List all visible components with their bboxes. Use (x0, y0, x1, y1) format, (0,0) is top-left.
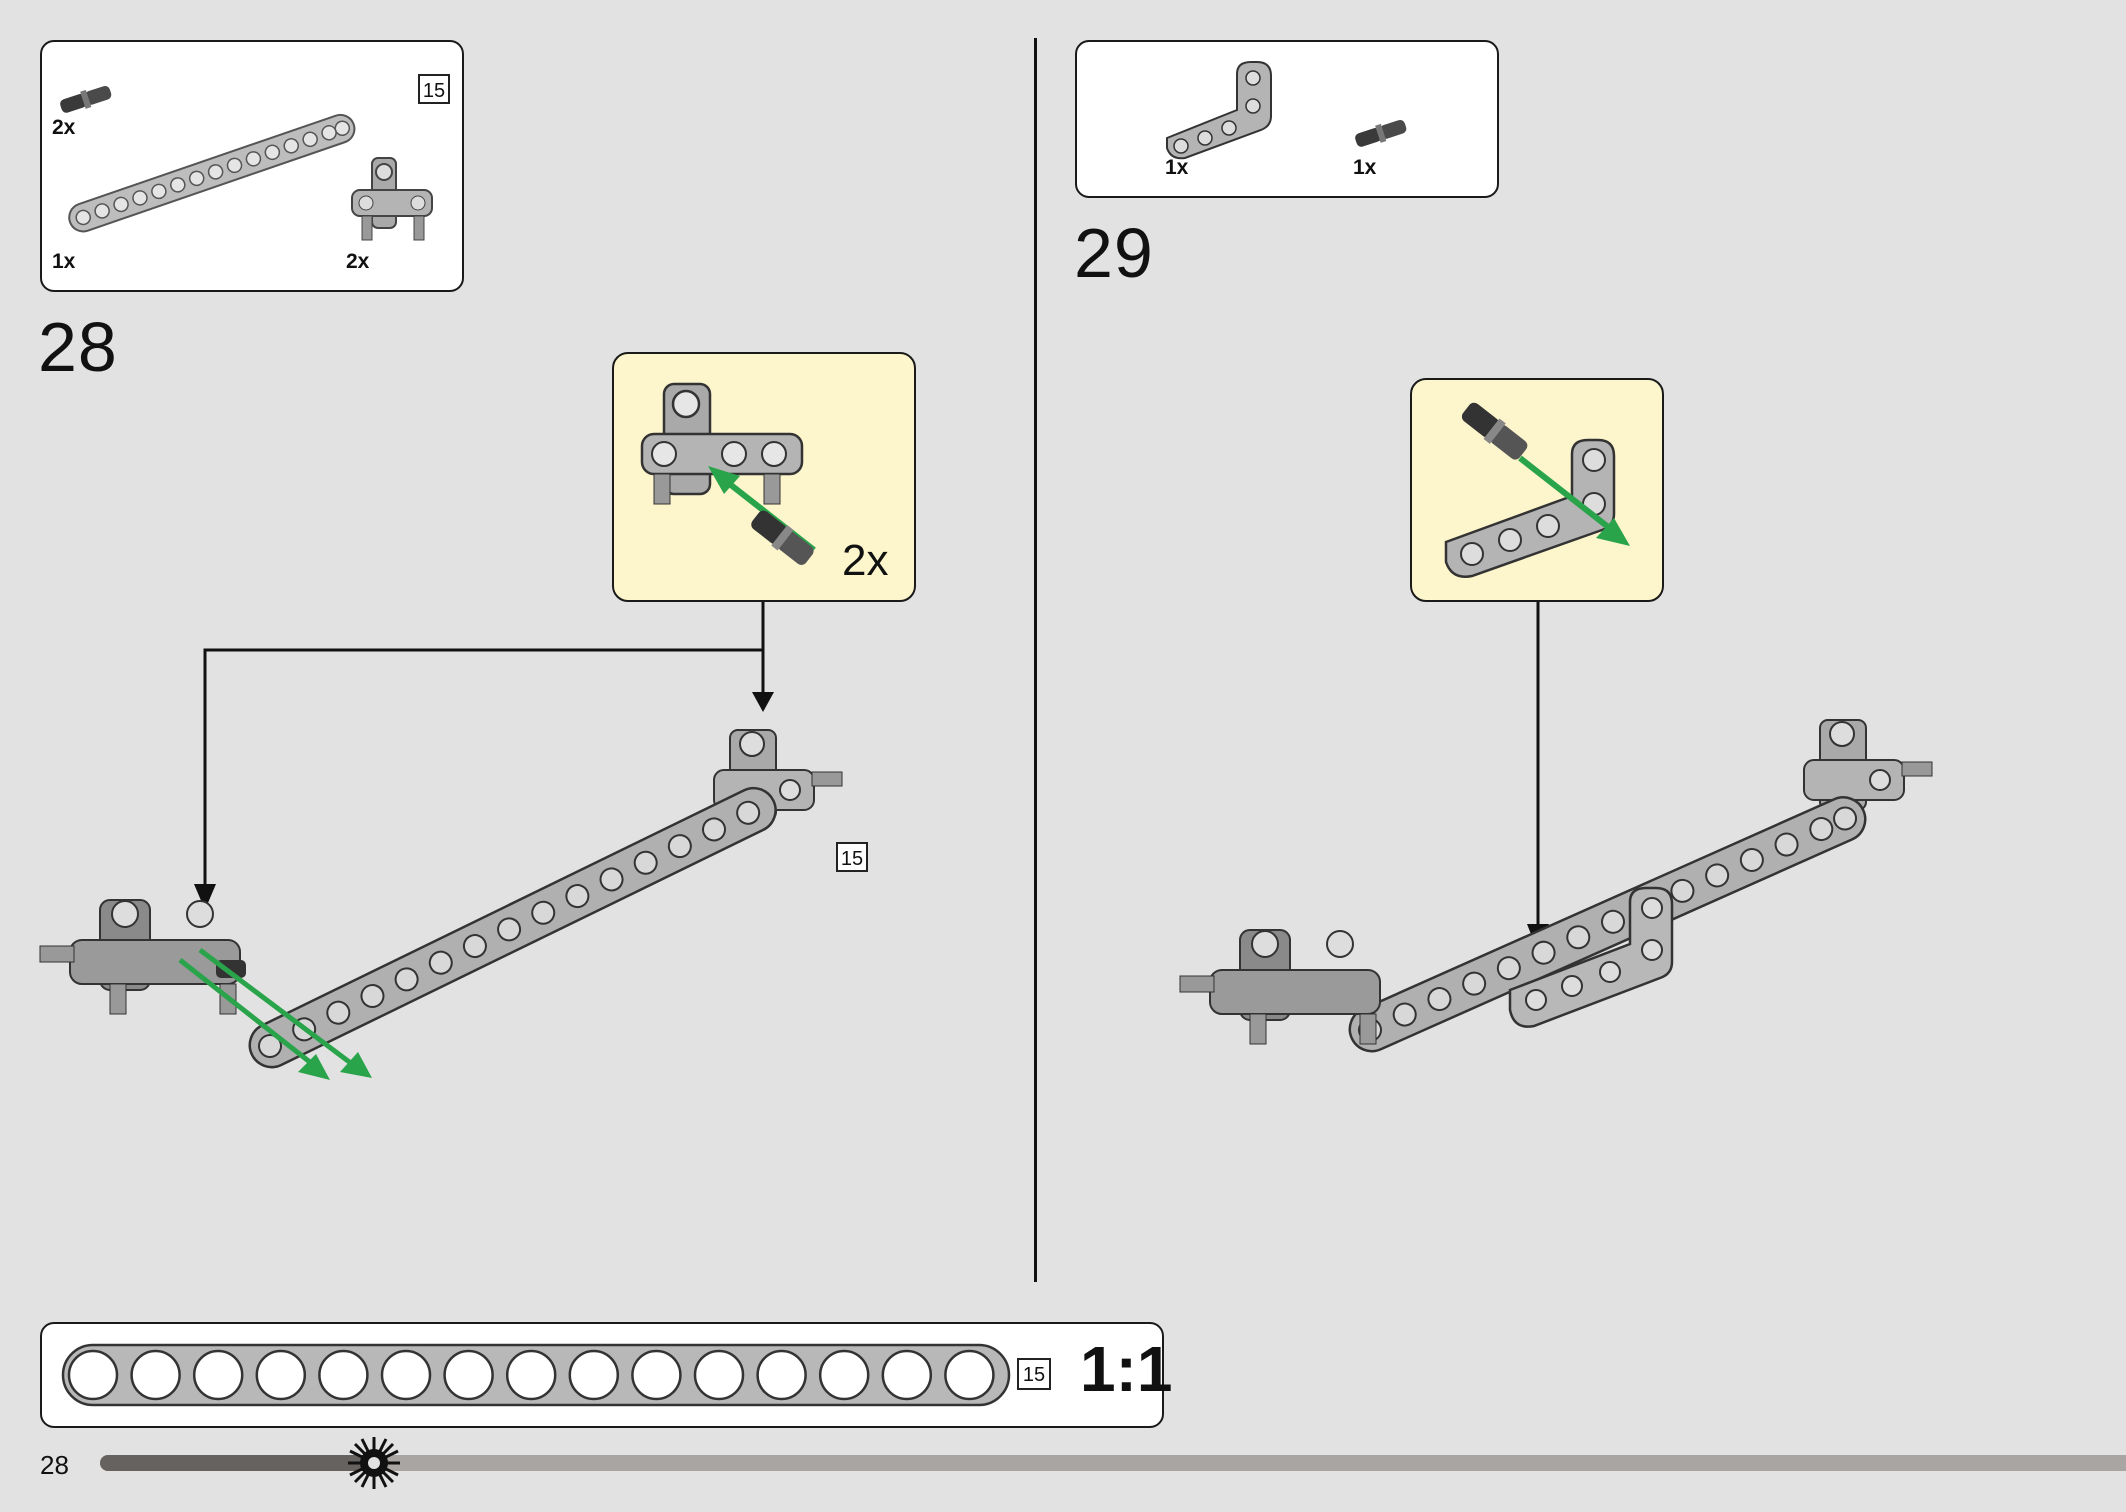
ruler-beam-15 (61, 1343, 1011, 1407)
ruler-hole (67, 1349, 119, 1401)
step29-parts-box: 1x 1x (1075, 40, 1499, 198)
ruler-hole (631, 1349, 682, 1401)
progress-fill (100, 1455, 374, 1471)
ruler-hole (255, 1349, 307, 1401)
ruler-hole (693, 1349, 745, 1401)
ruler-hole (380, 1349, 432, 1401)
step29-callout (1410, 378, 1664, 602)
step28-callout: 2x (612, 352, 916, 602)
progress-marker-icon (348, 1437, 400, 1489)
ruler-hole (130, 1349, 181, 1401)
ruler-hole (192, 1349, 244, 1401)
ruler-length-badge: 15 (1017, 1358, 1051, 1390)
step-number-29: 29 (1074, 214, 1154, 292)
friction-pin-icon (1355, 119, 1407, 147)
part-qty: 1x (1165, 156, 1189, 179)
progress-track (100, 1455, 2126, 1471)
step-number-28: 28 (38, 308, 118, 386)
friction-pin-icon (60, 85, 112, 113)
ruler-hole (505, 1349, 557, 1401)
step28-leader-lines (194, 602, 774, 910)
page-number: 28 (40, 1450, 69, 1480)
ruler-hole (443, 1349, 494, 1401)
friction-pin-icon (1461, 402, 1528, 460)
part-qty: 2x (346, 250, 370, 273)
beam-15-icon (68, 113, 356, 233)
part-qty: 2x (52, 116, 76, 139)
ruler-hole (568, 1349, 620, 1401)
step28-assembly (39, 729, 843, 1080)
angled-beam-icon (1166, 61, 1272, 160)
green-arrow-icon (1518, 455, 1630, 546)
ruler-hole (818, 1349, 870, 1401)
assembly-length-badge: 15 (836, 842, 868, 872)
pin-connector-icon (351, 157, 433, 241)
pin-connector-icon (640, 382, 804, 505)
page-divider (1034, 38, 1037, 1282)
ruler-scale: 1:1 (1080, 1333, 1173, 1405)
ruler-hole (318, 1349, 369, 1401)
angled-beam-icon (1444, 438, 1616, 578)
step29-assembly (1179, 719, 1933, 1053)
ruler-hole (756, 1349, 807, 1401)
part-qty: 1x (52, 250, 76, 273)
ruler-hole (944, 1349, 995, 1401)
beam-length-badge: 15 (418, 74, 450, 104)
friction-pin-icon (751, 510, 814, 565)
part-qty: 1x (1353, 156, 1377, 179)
callout-multiplier: 2x (842, 536, 889, 585)
step28-parts-box: 2x 15 1x 2x (40, 40, 464, 292)
ruler-hole (881, 1349, 933, 1401)
